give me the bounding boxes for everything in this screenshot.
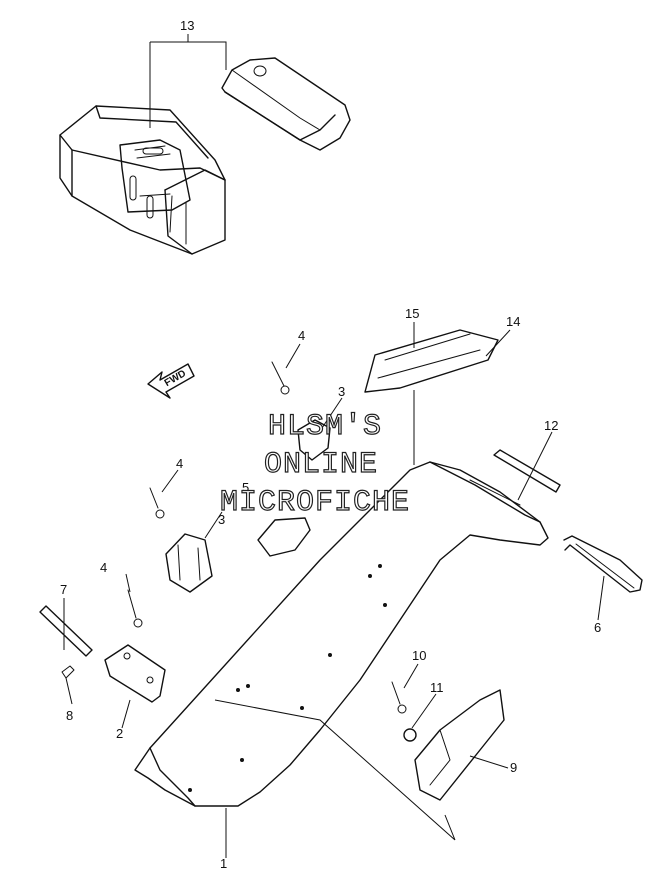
callout-6: 6 (594, 620, 601, 635)
watermark: HLSM'S ONLINE MICROFICHE (219, 409, 410, 520)
part-10-screw (391, 681, 407, 714)
callout-4-upper: 4 (298, 328, 305, 343)
part-13-battery-box (59, 105, 226, 255)
callout-12: 12 (544, 418, 558, 433)
callout-4-lower: 4 (100, 560, 107, 575)
part-11-nut (403, 728, 417, 742)
part-4-screw-b (149, 487, 165, 519)
leader-lines (63, 322, 605, 858)
callout-8: 8 (66, 708, 73, 723)
part-4-screw-a (271, 361, 290, 395)
callout-11: 11 (430, 680, 444, 695)
watermark-line-1: HLSM'S (268, 410, 382, 444)
part-15-pad (364, 329, 499, 393)
callout-14: 14 (506, 314, 520, 329)
part-8-pin (61, 665, 75, 679)
part-4-screw-c (127, 589, 143, 628)
callout-5: 5 (242, 480, 249, 495)
part-3-bracket-lower (165, 533, 213, 593)
part-3-bracket-upper (297, 419, 331, 461)
callout-2: 2 (116, 726, 123, 741)
part-12-strip (493, 449, 561, 493)
watermark-line-2: ONLINE (264, 448, 378, 482)
part-7-bolt (39, 605, 93, 657)
part-2-hinge (104, 644, 166, 703)
part-5-pad (257, 517, 311, 557)
callout-3-upper: 3 (338, 384, 345, 399)
part-9-bracket (414, 689, 505, 801)
callout-9: 9 (510, 760, 517, 775)
forward-arrow-icon: FWD (147, 363, 195, 399)
part-13-cover (221, 57, 351, 151)
callout-13-bracket (149, 34, 227, 128)
watermark-line-3: MICROFICHE (220, 486, 410, 520)
part-1-fender (134, 461, 549, 841)
callout-1: 1 (220, 856, 227, 871)
callout-7: 7 (60, 582, 67, 597)
callout-3-lower: 3 (218, 512, 225, 527)
callout-15: 15 (405, 306, 419, 321)
part-6-rod (563, 535, 643, 593)
callout-13: 13 (180, 18, 194, 33)
callout-4-middle: 4 (176, 456, 183, 471)
callout-10: 10 (412, 648, 426, 663)
